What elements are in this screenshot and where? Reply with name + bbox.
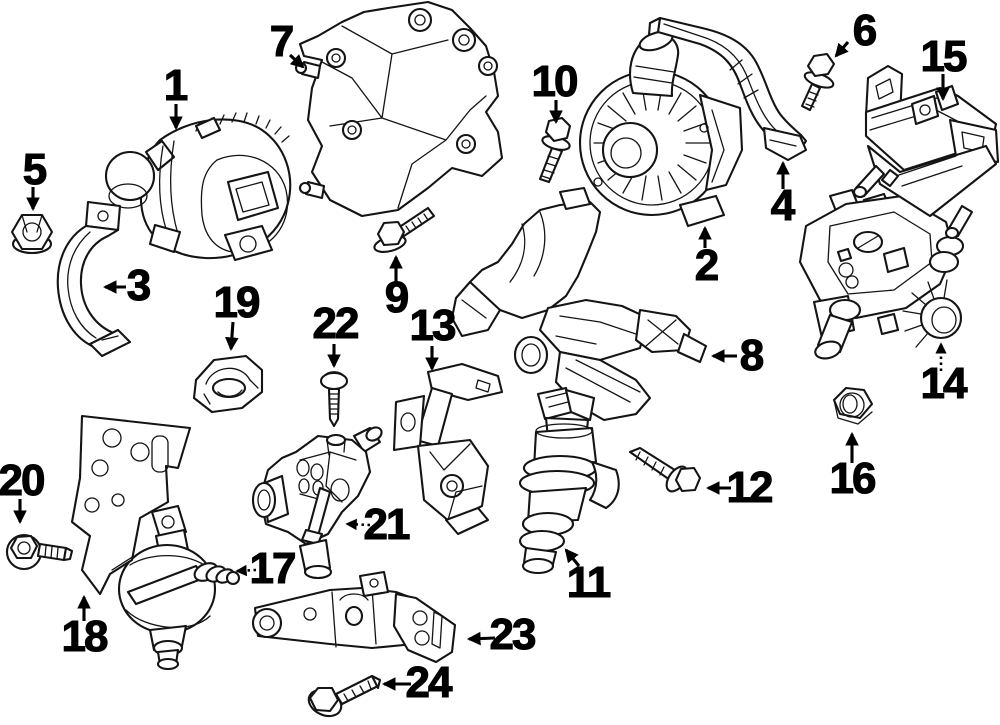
callout-labels: 1 2 3 4 5 6 7 8 9 10 11 12 13 14 15 16 1… <box>0 5 971 707</box>
part-3-strap-bracket-sketch <box>56 200 132 358</box>
part-21-thermostat-housing-sketch <box>251 426 383 580</box>
part-20-bolt-sketch <box>5 533 74 571</box>
part-17-aux-pump-sketch <box>117 504 241 671</box>
part-7-mount-bracket-sketch <box>294 0 504 218</box>
leader-11 <box>564 548 581 567</box>
callout-label-6[interactable]: 6 <box>852 5 878 55</box>
callout-label-22[interactable]: 22 <box>312 298 361 348</box>
part-19-clamp-sketch <box>192 354 264 414</box>
callout-label-3[interactable]: 3 <box>126 260 152 310</box>
callout-label-17[interactable]: 17 <box>249 543 298 593</box>
leader-7 <box>288 53 305 69</box>
callout-label-19[interactable]: 19 <box>213 277 262 327</box>
callout-label-14[interactable]: 14 <box>920 358 971 408</box>
part-11-solenoid-valve-sketch <box>518 386 620 575</box>
part-13-support-bracket-sketch <box>392 362 504 536</box>
part-15-bracket-plate-sketch <box>852 64 1000 240</box>
callout-label-9[interactable]: 9 <box>384 272 410 322</box>
part-16-cap-nut-sketch <box>832 386 874 425</box>
part-6-screw-sketch <box>800 52 836 112</box>
part-9-bolt-sketch <box>373 206 436 253</box>
callout-label-7[interactable]: 7 <box>269 16 295 66</box>
part-22-screw-sketch <box>319 371 349 428</box>
part-1-water-pump-sketch <box>104 112 292 262</box>
part-12-bolt-sketch <box>628 446 702 493</box>
leader-19 <box>225 321 239 352</box>
callout-label-24[interactable]: 24 <box>405 657 456 707</box>
callout-label-21[interactable]: 21 <box>363 499 413 549</box>
leader-6 <box>834 40 850 58</box>
callout-label-11[interactable]: 11 <box>566 557 613 607</box>
part-10-bolt-sketch <box>538 116 572 184</box>
callout-label-18[interactable]: 18 <box>61 611 111 661</box>
callout-label-1[interactable]: 1 <box>163 60 190 110</box>
callout-label-15[interactable]: 15 <box>920 31 970 81</box>
callout-leader-arrows <box>13 40 950 691</box>
leader-21 <box>345 518 371 531</box>
callout-label-13[interactable]: 13 <box>409 300 458 350</box>
callout-label-4[interactable]: 4 <box>770 180 798 230</box>
callout-label-20[interactable]: 20 <box>0 455 47 505</box>
part-18-mounting-plate-sketch <box>70 414 192 596</box>
callout-label-12[interactable]: 12 <box>726 462 775 512</box>
part-14-valve-assembly-sketch <box>798 188 965 360</box>
callout-label-2[interactable]: 2 <box>694 240 720 290</box>
callout-label-23[interactable]: 23 <box>489 609 538 659</box>
part-2-air-pump-sketch <box>578 30 744 228</box>
callout-label-8[interactable]: 8 <box>739 330 766 380</box>
leader-23 <box>466 631 496 646</box>
part-24-bolt-sketch <box>307 674 382 718</box>
part-4-curved-bracket-sketch <box>647 16 808 162</box>
callout-label-5[interactable]: 5 <box>22 144 49 194</box>
part-23-arm-bracket-sketch <box>251 570 457 664</box>
callout-label-10[interactable]: 10 <box>531 56 580 106</box>
callout-label-16[interactable]: 16 <box>829 453 878 503</box>
part-5-flange-nut-sketch <box>10 213 54 255</box>
